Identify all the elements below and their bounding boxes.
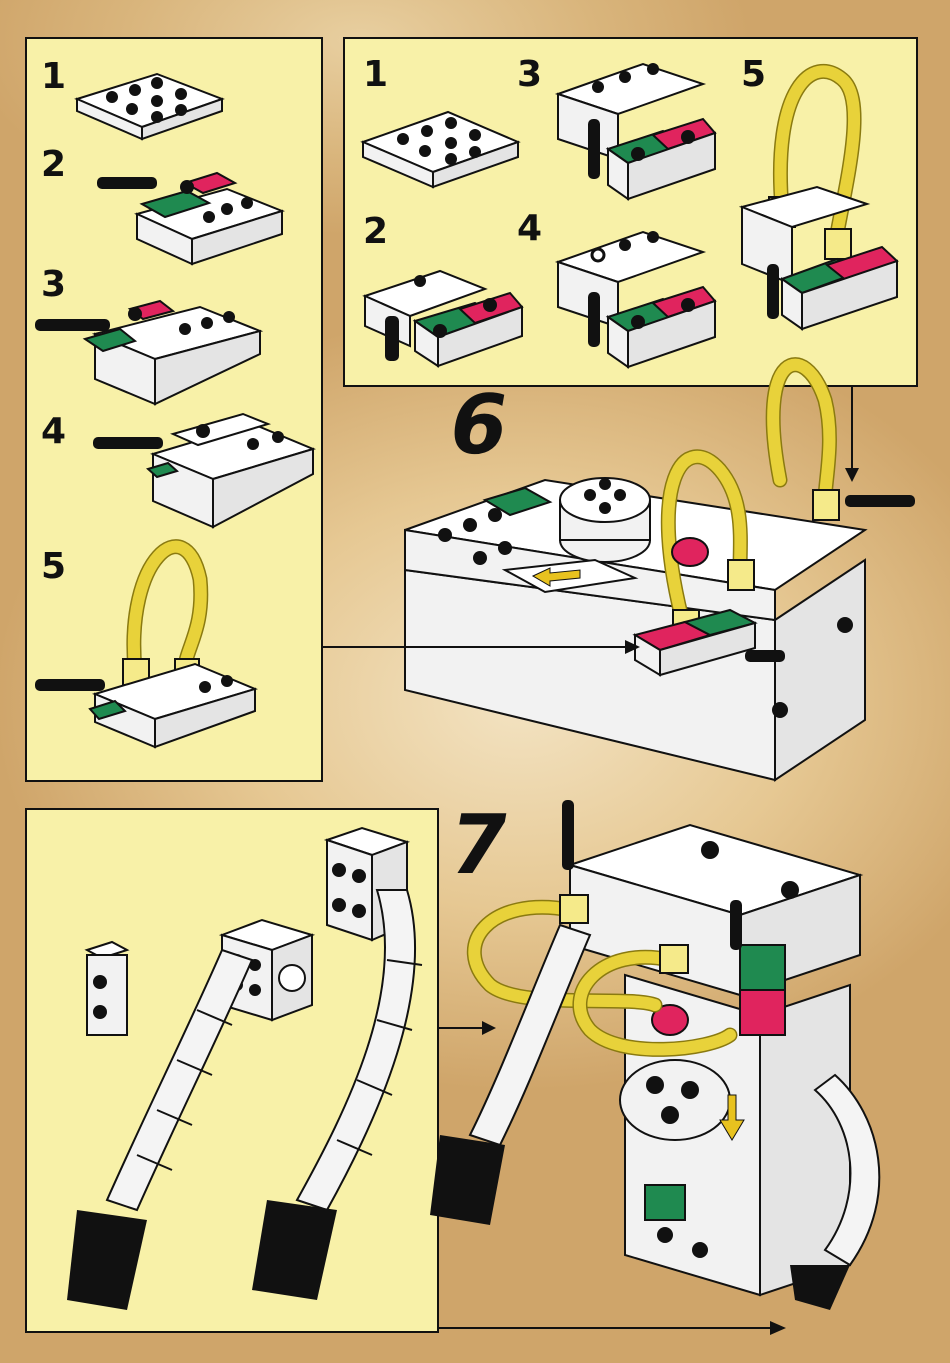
step-7-assembly	[430, 795, 930, 1315]
step-7-parts	[27, 810, 441, 1335]
arrow-down-icon	[845, 468, 859, 482]
arrow-right-icon	[625, 640, 640, 654]
step-7-parts-panel	[25, 808, 439, 1333]
